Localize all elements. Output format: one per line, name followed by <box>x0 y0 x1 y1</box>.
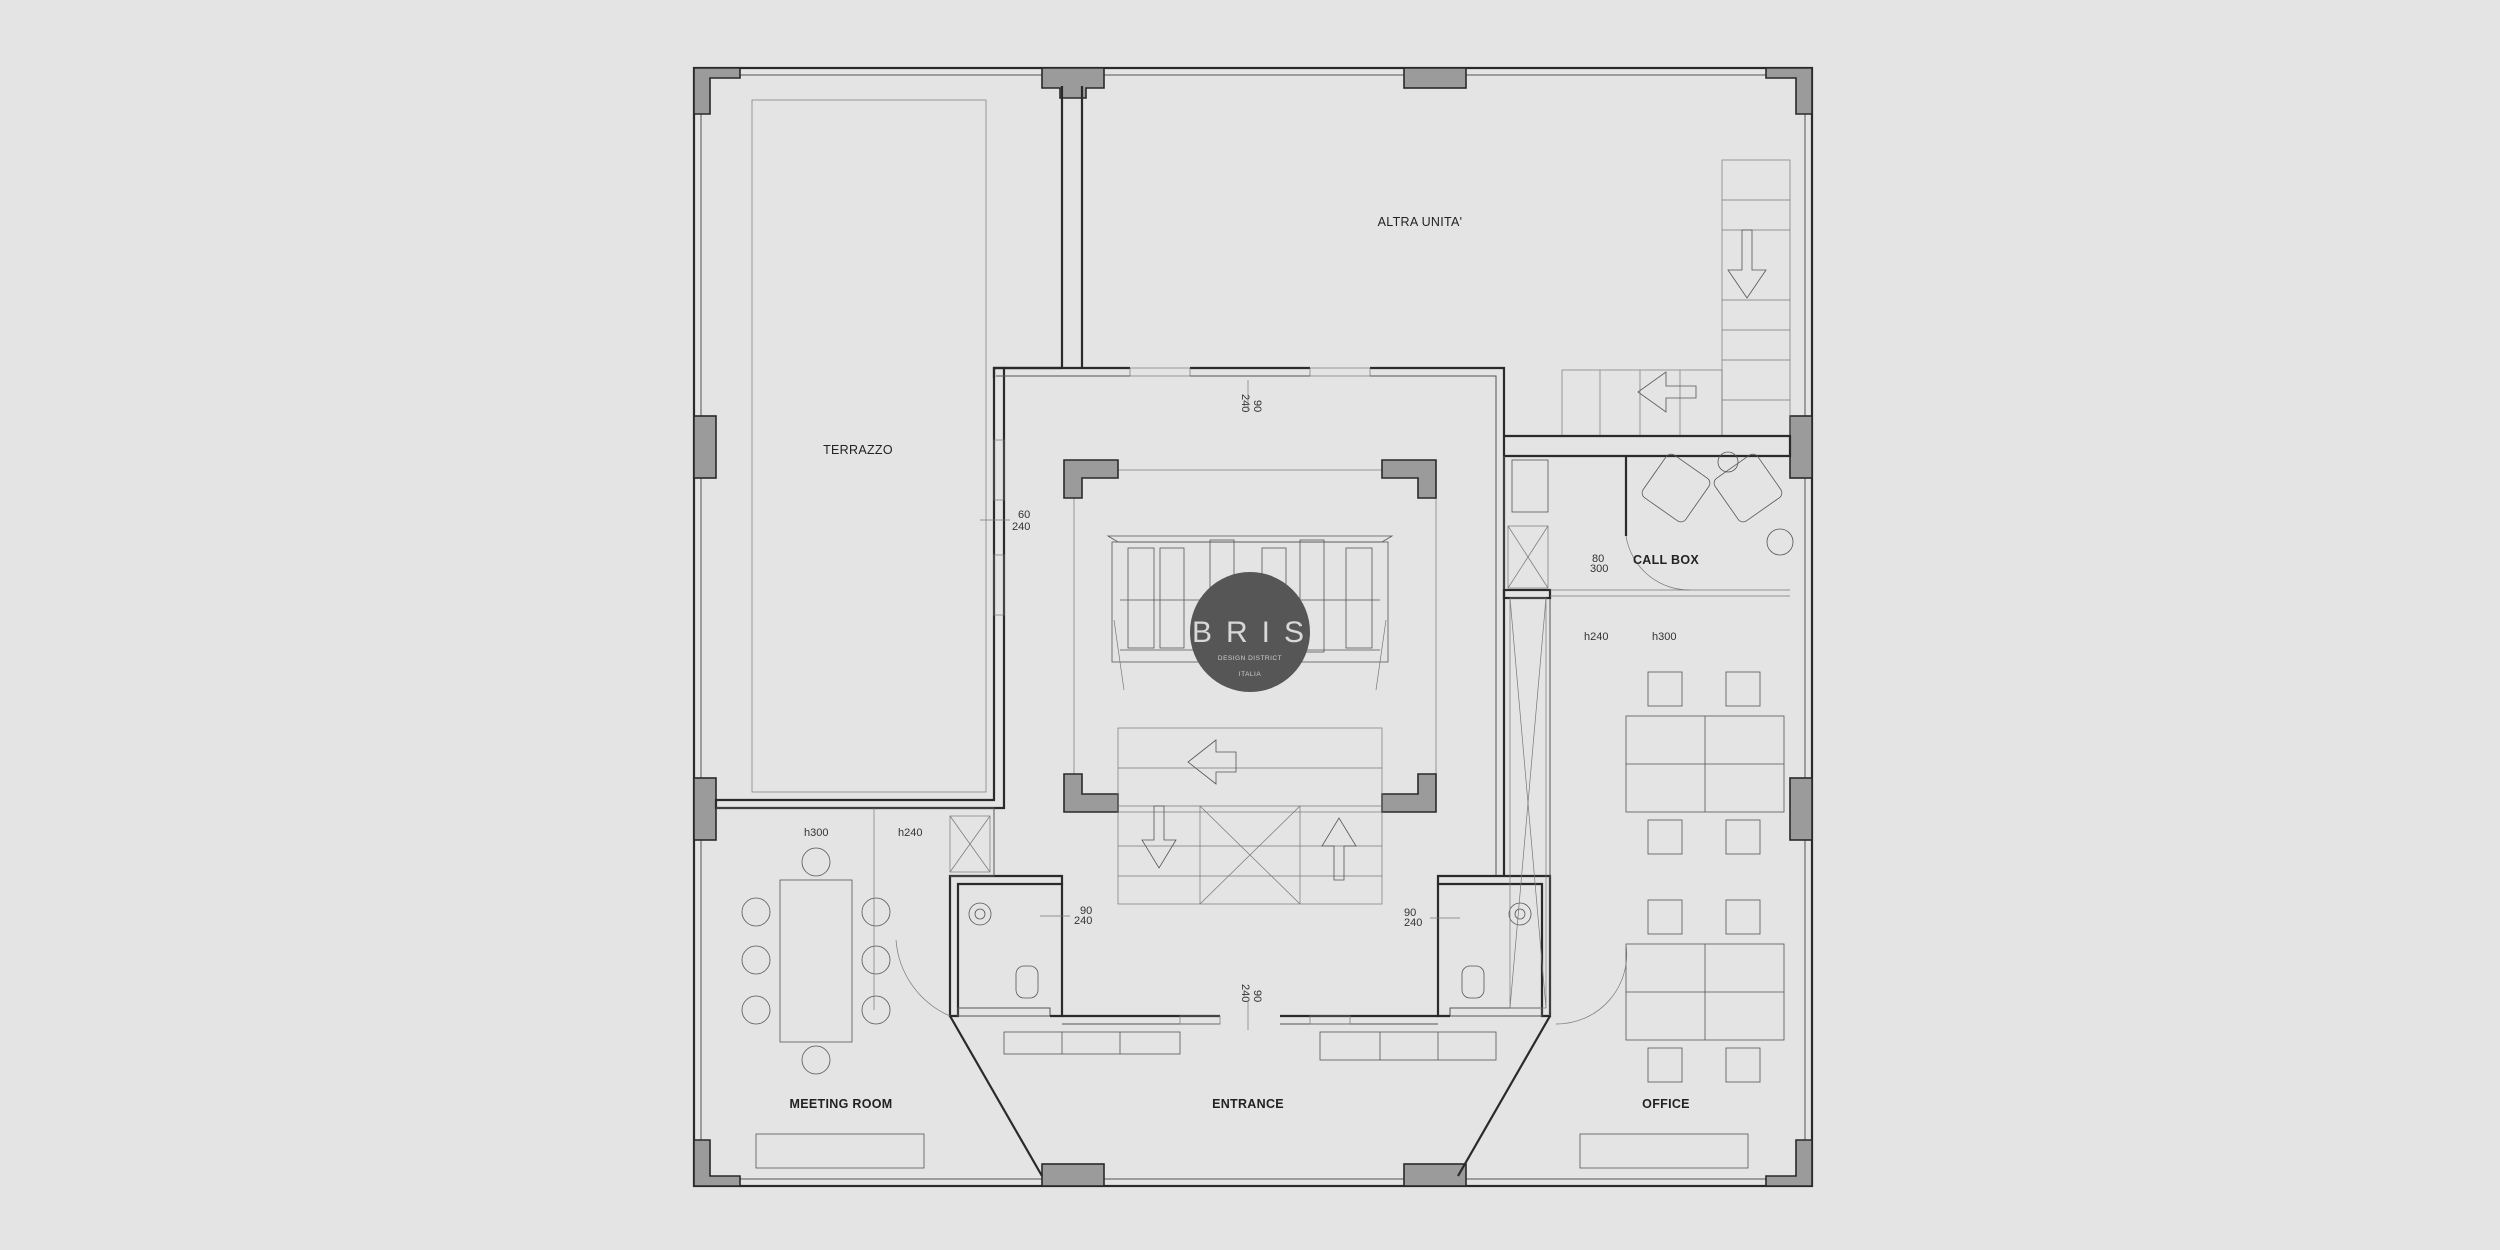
upper-stair <box>1504 159 1792 458</box>
entrance-walls <box>948 874 1552 1177</box>
call-box-walls <box>1502 451 1794 1016</box>
room-labels: ALTRA UNITA' TERRAZZO CALL BOX MEETING R… <box>790 215 1700 1111</box>
door-dimension-labels: 90 240 60 240 80 300 90 240 90 240 90 24… <box>980 380 1608 1030</box>
dim-callbox-width: 80 <box>1592 553 1604 565</box>
room-label-call-box: CALL BOX <box>1633 553 1699 567</box>
dim-terrace-height: 240 <box>1012 521 1030 533</box>
dim-top-height: 240 <box>1239 394 1251 412</box>
logo-subtitle: DESIGN DISTRICT <box>1218 655 1282 662</box>
height-label-meeting-h300: h300 <box>804 827 828 839</box>
dim-wc-right-height: 240 <box>1404 917 1422 929</box>
dim-callbox-height: 300 <box>1590 563 1608 575</box>
room-label-entrance: ENTRANCE <box>1212 1097 1284 1111</box>
logo-text: BRIS <box>1192 616 1318 649</box>
office-furniture <box>895 671 1785 1169</box>
central-hall-walls <box>993 366 1506 876</box>
logo-city: ITALIA <box>1239 671 1262 678</box>
dim-terrace-width: 60 <box>1018 509 1030 521</box>
height-label-office-h300: h300 <box>1652 631 1676 643</box>
room-label-terrazzo: TERRAZZO <box>823 443 893 457</box>
dim-entrance-height: 240 <box>1239 984 1251 1002</box>
dim-wc-left-height: 240 <box>1074 915 1092 927</box>
dim-top-width: 90 <box>1251 400 1263 412</box>
structural-pillars <box>693 67 1813 1187</box>
core-stair <box>1063 459 1437 905</box>
dim-wc-left-width: 90 <box>1080 905 1092 917</box>
height-labels: h300 h240 h240 h300 <box>804 631 1676 839</box>
logo-mark: BRIS DESIGN DISTRICT ITALIA <box>1190 572 1318 692</box>
terrace <box>714 86 1084 810</box>
room-label-meeting-room: MEETING ROOM <box>790 1097 893 1111</box>
logo-disc <box>1190 572 1310 692</box>
height-label-meeting-h240: h240 <box>898 827 922 839</box>
meeting-room-furniture <box>716 807 995 1169</box>
room-label-office: OFFICE <box>1642 1097 1690 1111</box>
dim-wc-right-width: 90 <box>1404 907 1416 919</box>
dim-entrance-width: 90 <box>1251 990 1263 1002</box>
room-label-altra-unita: ALTRA UNITA' <box>1378 215 1463 229</box>
height-label-office-h240: h240 <box>1584 631 1608 643</box>
outer-walls <box>692 66 1814 1188</box>
